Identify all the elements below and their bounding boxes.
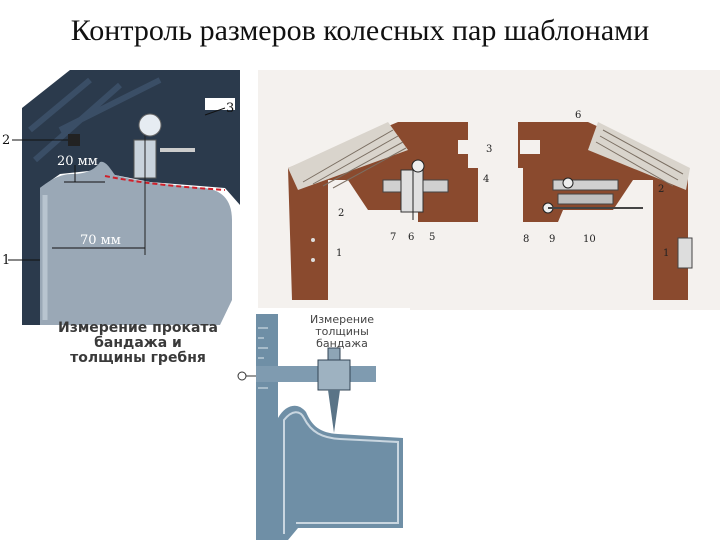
template-pair-diagram: 1 2 3 4 5 6 7 6 8 9 10 1 2 <box>258 70 720 310</box>
caption-line: Измерение толщины <box>309 313 374 338</box>
caption-line: Измерение проката <box>58 320 218 336</box>
right-hatch <box>588 122 690 190</box>
horizontal-bar <box>256 366 376 382</box>
label-70mm: 70 мм <box>80 233 121 248</box>
figure-template-pair: 1 2 3 4 5 6 7 6 8 9 10 1 2 <box>258 70 720 310</box>
label-4: 4 <box>483 174 489 185</box>
label-8: 8 <box>523 234 529 245</box>
label-20mm: 20 мм <box>57 154 98 169</box>
label-1: 1 <box>2 253 10 268</box>
label-3: 3 <box>226 101 234 116</box>
caption-tire-thickness: Измерение толщины бандажа <box>282 314 402 350</box>
label-9: 9 <box>549 234 555 245</box>
caption-line: бандажа и <box>94 335 182 351</box>
tread-wear-diagram: 2 1 3 20 мм 70 мм <box>2 70 240 325</box>
right-clamp <box>677 237 693 269</box>
caption-tread-wear: Измерение проката бандажа и толщины греб… <box>48 321 228 366</box>
figure-tire-thickness <box>228 308 410 540</box>
stop-block <box>68 134 80 146</box>
template-slot <box>205 98 235 110</box>
label-6-left: 6 <box>408 232 414 243</box>
label-2: 2 <box>2 133 10 148</box>
slide-title: Контроль размеров колесных пар шаблонами <box>70 14 650 47</box>
label-3: 3 <box>486 144 492 155</box>
tire-section <box>278 405 403 540</box>
wear-line <box>104 175 226 191</box>
label-6-right: 6 <box>575 110 581 121</box>
sliding-block <box>317 359 351 391</box>
wheel-profile <box>40 161 232 325</box>
measuring-pin <box>328 390 340 433</box>
label-5: 5 <box>429 232 435 243</box>
label-7: 7 <box>390 232 396 243</box>
right-slider <box>557 193 614 205</box>
left-slider <box>400 169 424 213</box>
adjust-knob <box>138 113 162 137</box>
template-body <box>22 70 240 325</box>
label-10: 10 <box>583 234 596 245</box>
tire-thickness-diagram <box>228 308 410 540</box>
caption-line: толщины гребня <box>70 350 206 366</box>
caption-line: бандажа <box>316 337 368 350</box>
label-2-right: 2 <box>658 184 664 195</box>
label-1-left: 1 <box>336 248 342 259</box>
label-1-right: 1 <box>663 248 669 259</box>
figure-tread-wear-measurement: 2 1 3 20 мм 70 мм <box>0 70 250 325</box>
label-2-left: 2 <box>338 208 344 219</box>
